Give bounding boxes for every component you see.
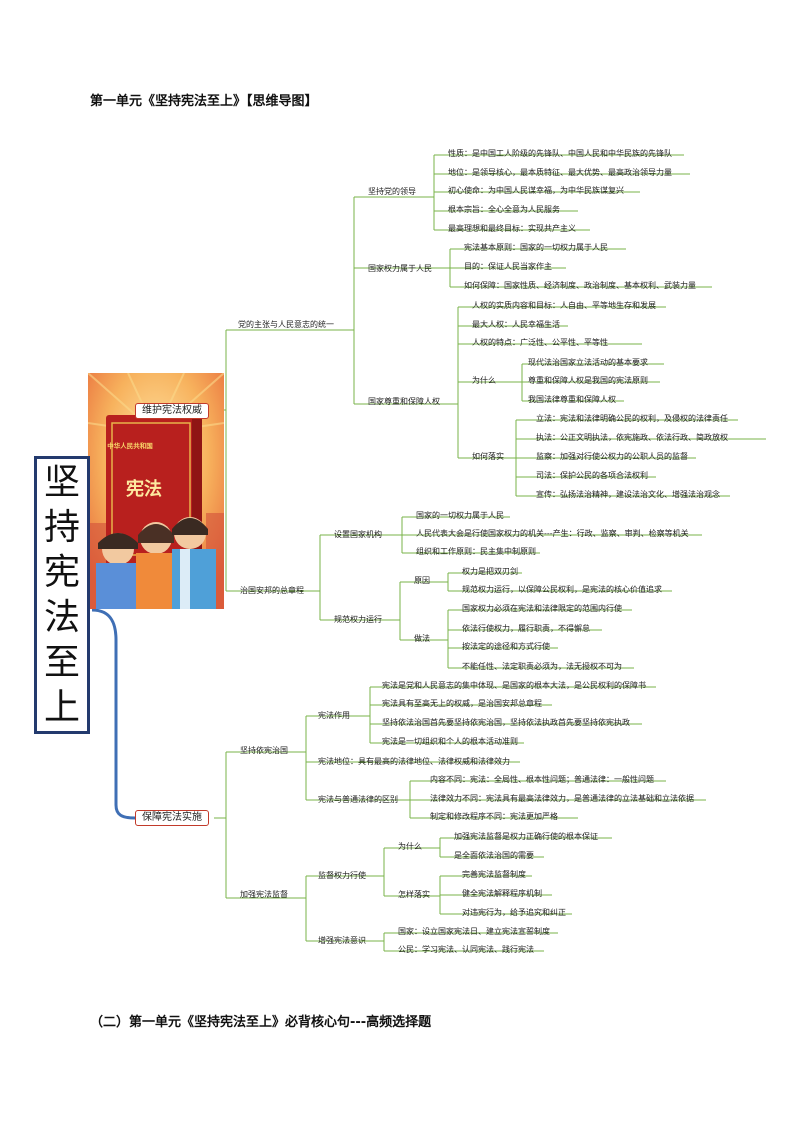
node-how-implement: 如何落实	[472, 452, 504, 461]
leaf-core-value: 规范权力运行，以保障公民权利，是宪法的核心价值追求	[462, 585, 662, 594]
leaf-why-1: 现代法治国家立法活动的基本要求	[528, 358, 648, 367]
node-party-leadership: 坚持党的领导	[368, 187, 416, 196]
leaf-improve-system: 完善宪法监督制度	[462, 870, 526, 879]
leaf-diff-effect: 法律效力不同：宪法具有最高法律效力，是普通法律的立法基础和立法依据	[430, 794, 694, 803]
node-reason: 原因	[414, 576, 430, 585]
node-constitution-status: 宪法地位：具有最高的法律地位、法律权威和法律效力	[318, 757, 510, 766]
leaf-diff-procedure: 制定和修改程序不同：宪法更加严格	[430, 812, 558, 821]
leaf-why-3: 我国法律尊重和保障人权	[528, 395, 616, 404]
leaf-role-4: 宪法是一切组织和个人的根本活动准则	[382, 737, 518, 746]
branch-uphold-constitution: 维护宪法权威	[135, 403, 209, 419]
root-title: 坚持宪法至上	[43, 462, 80, 728]
node-regulate-power: 规范权力运行	[334, 615, 382, 624]
node-state-organs: 设置国家机构	[334, 530, 382, 539]
leaf-legislation: 立法：宪法和法律明确公民的权利，及侵权的法律责任	[536, 414, 728, 423]
node-practice: 做法	[414, 634, 430, 643]
leaf-nature: 性质：是中国工人阶级的先锋队、中国人民和中华民族的先锋队	[448, 149, 672, 158]
node-party-will: 党的主张与人民意志的统一	[238, 320, 334, 329]
node-power-to-people: 国家权力属于人民	[368, 264, 432, 273]
leaf-role-2: 宪法具有至高无上的权威，是治国安邦总章程	[382, 699, 542, 708]
leaf-rights-features: 人权的特点：广泛性、公平性、平等性	[472, 338, 608, 347]
leaf-role-3: 坚持依法治国首先要坚持依宪治国，坚持依法执政首先要坚持依宪执政	[382, 718, 630, 727]
leaf-purpose: 根本宗旨：全心全意为人民服务	[448, 205, 560, 214]
leaf-democratic-centralism: 组织和工作原则：民主集中制原则	[416, 547, 536, 556]
leaf-diff-content: 内容不同：宪法：全局性、根本性问题；普通法律：一般性问题	[430, 775, 654, 784]
leaf-why-2: 尊重和保障人权是我国的宪法原则	[528, 376, 648, 385]
leaf-status: 地位：是领导核心，最本质特征、最大优势、最高政治领导力量	[448, 168, 672, 177]
node-supervision-why: 为什么	[398, 842, 422, 851]
leaf-rule-of-law-need: 是全面依法治国的需要	[454, 851, 534, 860]
node-constitution-awareness: 增强宪法意识	[318, 936, 366, 945]
root-title-box: 坚持宪法至上	[34, 456, 90, 734]
node-govern-by-constitution: 坚持依宪治国	[240, 746, 288, 755]
leaf-basic-principle: 宪法基本原则：国家的一切权力属于人民	[464, 243, 608, 252]
leaf-double-edged: 权力是把双刃剑	[462, 567, 518, 576]
leaf-within-scope: 国家权力必须在宪法和法律限定的范围内行使	[462, 604, 622, 613]
leaf-enforcement: 执法：公正文明执法，依宪施政、依法行政、简政放权	[536, 433, 728, 442]
leaf-correct-violations: 对违宪行为，给予追究和纠正	[462, 908, 566, 917]
branch-ensure-implementation: 保障宪法实施	[135, 810, 209, 826]
leaf-fundamental-guarantee: 加强宪法监督是权力正确行使的根本保证	[454, 832, 598, 841]
leaf-state-awareness: 国家：设立国家宪法日、建立宪法宣誓制度	[398, 927, 550, 936]
node-human-rights: 国家尊重和保障人权	[368, 397, 440, 406]
book-label: 中华人民共和国	[107, 442, 153, 450]
page-heading: 第一单元《坚持宪法至上》【思维导图】	[90, 94, 318, 109]
node-constitution-role: 宪法作用	[318, 711, 350, 720]
leaf-publicity: 宣传：弘扬法治精神，建设法治文化、增强法治观念	[536, 490, 720, 499]
node-supervision-how: 怎样落实	[398, 890, 430, 899]
book-title: 宪法	[126, 479, 162, 500]
constitution-illustration	[88, 373, 224, 609]
leaf-exercise-lawfully: 依法行使权力，履行职责，不得懈怠	[462, 624, 590, 633]
leaf-goal: 目的：保证人民当家作主	[464, 262, 552, 271]
leaf-greatest-right: 最大人权：人民幸福生活	[472, 320, 560, 329]
leaf-mission: 初心使命：为中国人民谋幸福，为中华民族谋复兴	[448, 186, 624, 195]
leaf-rights-essence: 人权的实质内容和目标：人自由、平等地生存和发展	[472, 301, 656, 310]
leaf-legal-channels: 按法定的途径和方式行使	[462, 642, 550, 651]
node-strengthen-supervision: 加强宪法监督	[240, 890, 288, 899]
leaf-all-power: 国家的一切权力属于人民	[416, 511, 504, 520]
leaf-role-1: 宪法是党和人民意志的集中体现、是国家的根本大法，是公民权利的保障书	[382, 681, 646, 690]
node-why: 为什么	[472, 376, 496, 385]
leaf-citizen-awareness: 公民：学习宪法、认同宪法、践行宪法	[398, 945, 534, 954]
node-general-charter: 治国安邦的总章程	[240, 586, 304, 595]
leaf-judiciary: 司法：保护公民的各项合法权利	[536, 471, 648, 480]
node-constitution-vs-law: 宪法与普通法律的区别	[318, 795, 398, 804]
leaf-no-arbitrary: 不能任性、法定职责必须为，法无授权不可为	[462, 662, 622, 671]
section-heading: （二）第一单元《坚持宪法至上》必背核心句---高频选择题	[90, 1015, 432, 1030]
leaf-interpretation: 健全宪法解释程序机制	[462, 889, 542, 898]
leaf-npc: 人民代表大会是行使国家权力的机关---产生：行政、监察、审判、检察等机关	[416, 529, 689, 538]
leaf-ideal: 最高理想和最终目标：实现共产主义	[448, 224, 576, 233]
leaf-supervision: 监察：加强对行使公权力的公职人员的监督	[536, 452, 688, 461]
leaf-how-guarantee: 如何保障：国家性质、经济制度、政治制度、基本权利、武装力量	[464, 281, 696, 290]
node-supervise-power: 监督权力行使	[318, 871, 366, 880]
